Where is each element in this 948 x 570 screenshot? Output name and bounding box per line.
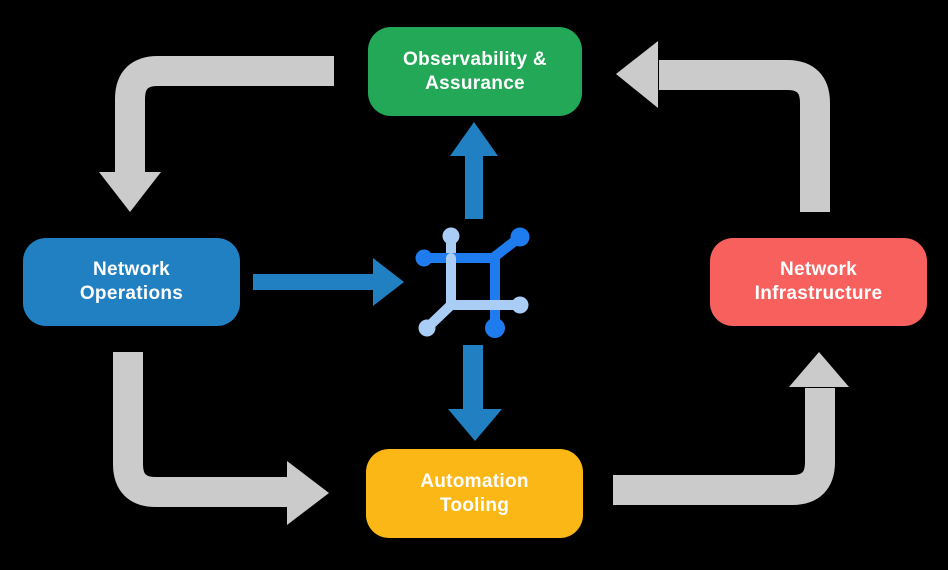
node-label-line: Tooling xyxy=(439,494,510,516)
node-label-line: Observability & xyxy=(403,48,547,70)
arrow-center-to-observability xyxy=(450,122,498,219)
node-label-line: Network xyxy=(92,259,171,280)
arrow-operations-to-center xyxy=(253,258,404,306)
network-mesh-icon xyxy=(415,227,530,338)
node-label-line: Operations xyxy=(79,283,184,304)
node-network-infrastructure: Network Infrastructure xyxy=(710,238,927,326)
arrow-observability-to-operations xyxy=(99,56,334,212)
arrow-operations-to-automation xyxy=(113,352,329,525)
node-label-line: Infrastructure xyxy=(754,283,883,304)
arrow-center-to-automation xyxy=(448,345,502,441)
node-label-line: Assurance xyxy=(425,72,525,94)
node-observability-assurance: Observability & Assurance xyxy=(368,27,582,116)
node-network-operations: Network Operations xyxy=(23,238,240,326)
node-label-line: Network xyxy=(779,259,858,280)
arrow-automation-to-infrastructure xyxy=(613,352,849,505)
node-label-line: Automation xyxy=(420,470,529,492)
node-automation-tooling: Automation Tooling xyxy=(366,449,583,538)
arrow-infrastructure-to-observability xyxy=(616,41,830,212)
